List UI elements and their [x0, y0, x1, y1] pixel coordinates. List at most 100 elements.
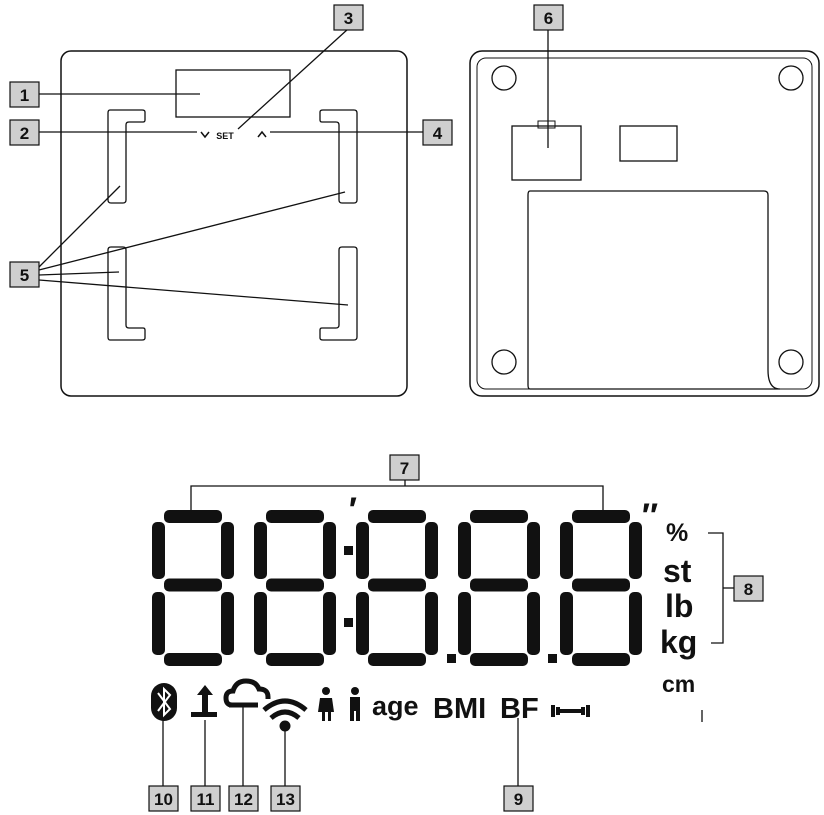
digit-3-seg-d: [368, 653, 426, 666]
down-button-icon: [200, 131, 210, 139]
digit-2-seg-d: [266, 653, 324, 666]
callout-5: 5: [9, 261, 40, 288]
svg-text:4: 4: [433, 124, 443, 143]
set-button-label: SET: [216, 131, 234, 141]
foot-bottom-left: [491, 349, 517, 375]
lcd-digits: [152, 510, 642, 666]
electrode-top-right: [319, 109, 358, 204]
svg-text:12: 12: [234, 790, 253, 809]
digit-5-seg-a: [572, 510, 630, 523]
callout-10: 10: [148, 785, 179, 812]
digit-5-seg-b: [629, 522, 642, 579]
svg-text:1: 1: [20, 86, 29, 105]
scale-back-outline: [469, 50, 820, 397]
digit-3-seg-c: [425, 592, 438, 655]
electrode-bottom-right: [319, 246, 358, 341]
callouts: 1 2 3 4 5 6 7 8 9 10 11 12 13: [9, 4, 764, 812]
digit-2-seg-e: [254, 592, 267, 655]
digit-3-seg-b: [425, 522, 438, 579]
double-prime-symbol: ″: [640, 497, 658, 535]
colon-dot-upper: [344, 546, 353, 555]
foot-top-left: [491, 65, 517, 91]
unit-percent: %: [666, 519, 688, 547]
foot-top-right: [778, 65, 804, 91]
callout-1: 1: [9, 81, 40, 108]
digit-1-seg-d: [164, 653, 222, 666]
lcd-separators: [344, 546, 557, 663]
cloud-icon: [223, 678, 271, 708]
digit-1-seg-b: [221, 522, 234, 579]
digit-2-seg-b: [323, 522, 336, 579]
bluetooth-icon: [151, 683, 177, 721]
digit-5-seg-g: [572, 578, 630, 592]
label-plate: [619, 125, 678, 162]
bmi-indicator: BMI: [433, 693, 486, 725]
digit-2-seg-f: [254, 522, 267, 579]
callout-11: 11: [190, 785, 221, 812]
callout-9: 9: [503, 785, 534, 812]
digit-1-seg-c: [221, 592, 234, 655]
decimal-point-2: [548, 654, 557, 663]
digit-1-seg-e: [152, 592, 165, 655]
callout-13: 13: [270, 785, 301, 812]
svg-text:8: 8: [744, 580, 753, 599]
unit-st: st: [663, 553, 692, 589]
up-button-icon: [257, 130, 267, 138]
digit-2-seg-c: [323, 592, 336, 655]
scale-back-inner: [476, 57, 813, 390]
svg-text:3: 3: [344, 9, 353, 28]
digit-3-seg-g: [368, 578, 426, 592]
digit-4-seg-c: [527, 592, 540, 655]
callout-8: 8: [733, 575, 764, 602]
digit-1-seg-a: [164, 510, 222, 523]
callout-2: 2: [9, 119, 40, 146]
digit-1-seg-f: [152, 522, 165, 579]
digit-5-seg-f: [560, 522, 573, 579]
dumbbell-icon: [551, 705, 590, 717]
leader-lines: [38, 28, 734, 786]
battery-compartment: [511, 125, 582, 181]
svg-text:9: 9: [514, 790, 523, 809]
digit-4-seg-f: [458, 522, 471, 579]
scale-back: [469, 50, 820, 397]
digit-4-seg-d: [470, 653, 528, 666]
callout-6: 6: [533, 4, 564, 31]
digit-3-seg-a: [368, 510, 426, 523]
digit-2-seg-a: [266, 510, 324, 523]
prime-symbol: ′: [347, 491, 357, 529]
lcd-units: % st lb kg cm: [660, 519, 697, 697]
battery-latch: [537, 120, 556, 129]
svg-text:13: 13: [276, 790, 295, 809]
male-icon: [350, 687, 360, 721]
callout-4: 4: [422, 119, 453, 146]
unit-cm: cm: [662, 671, 695, 697]
electrode-bottom-left: [107, 246, 146, 341]
decimal-point-1: [447, 654, 456, 663]
digit-3-seg-e: [356, 592, 369, 655]
unit-lb: lb: [665, 588, 693, 624]
foot-bottom-right: [778, 349, 804, 375]
scale-front-outline: [60, 50, 408, 397]
digit-4-seg-g: [470, 578, 528, 592]
upload-icon: [191, 685, 217, 717]
unit-kg: kg: [660, 624, 697, 660]
digit-4-seg-b: [527, 522, 540, 579]
digit-3-seg-f: [356, 522, 369, 579]
digit-1-seg-g: [164, 578, 222, 592]
bf-indicator: BF: [500, 693, 539, 725]
digit-4-seg-a: [470, 510, 528, 523]
digit-4-seg-e: [458, 592, 471, 655]
electrode-top-left: [107, 109, 146, 204]
callout-7: 7: [389, 454, 420, 481]
colon-dot-lower: [344, 618, 353, 627]
female-icon: [318, 687, 334, 721]
digit-5-seg-d: [572, 653, 630, 666]
digit-5-seg-e: [560, 592, 573, 655]
digit-5-seg-c: [629, 592, 642, 655]
digit-2-seg-g: [266, 578, 324, 592]
svg-text:6: 6: [544, 9, 553, 28]
scale-front: SET: [60, 50, 408, 397]
callout-3: 3: [333, 4, 364, 31]
age-indicator: age: [372, 691, 419, 721]
